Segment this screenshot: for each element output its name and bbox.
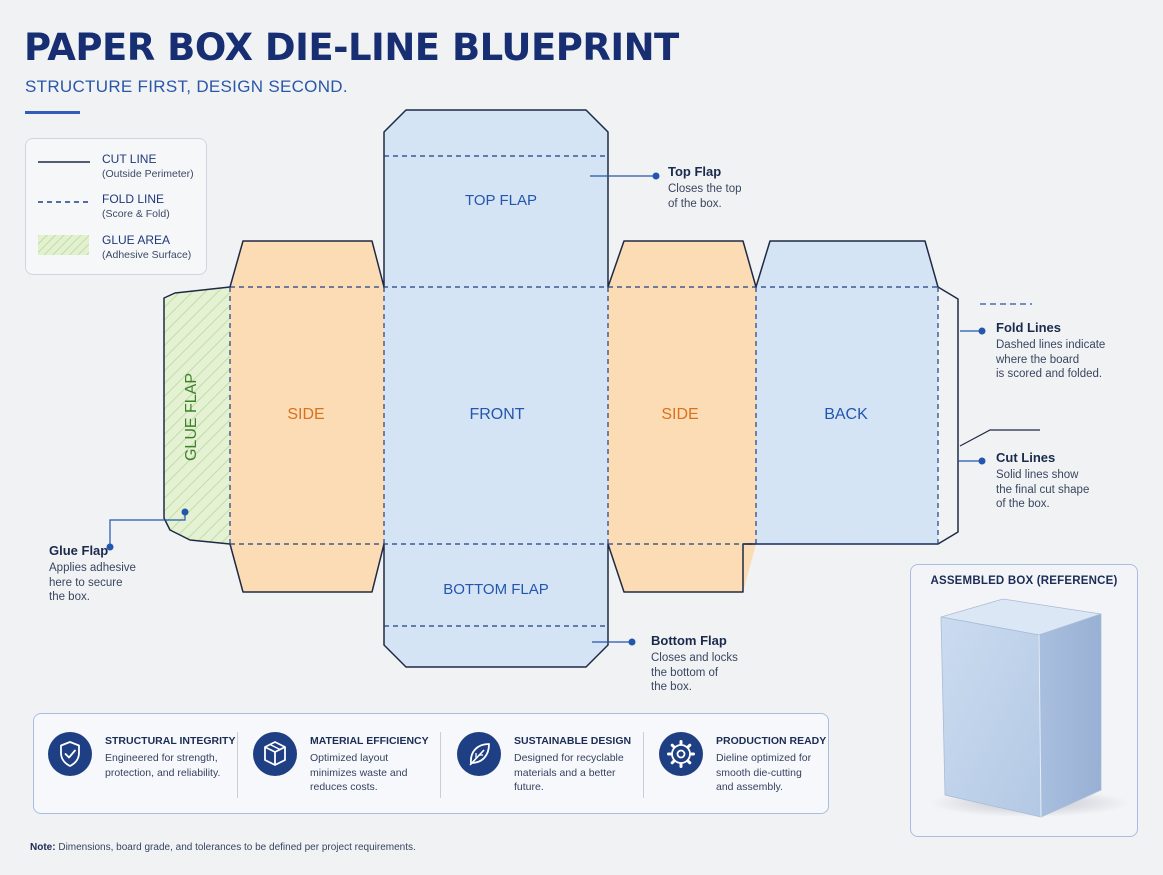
side-left-shape [230,241,384,592]
leaf-icon [457,732,501,776]
assembled-box-illustration [929,598,1129,818]
callout-bottom-flap: Bottom Flap Closes and locks the bottom … [651,633,738,695]
assembled-box-title: ASSEMBLED BOX (REFERENCE) [930,575,1118,587]
front-top-bottom-shape [384,110,608,667]
callout-fold-lines-desc: Dashed lines indicate where the board is… [996,339,1106,380]
legend-cut-label: CUT LINE [102,152,157,166]
feature-divider [643,732,644,798]
callout-bottom-flap-title: Bottom Flap [651,633,727,648]
feature-desc: Dieline optimized for smooth die-cutting… [716,752,812,793]
callout-glue-flap: Glue Flap Applies adhesive here to secur… [49,543,136,605]
glue-flap-label: GLUE FLAP [183,373,200,461]
feature-title: MATERIAL EFFICIENCY [310,735,429,747]
footnote-label: Note: [30,842,56,853]
feature-divider [440,732,441,798]
feature-structural-integrity: STRUCTURAL INTEGRITY Engineered for stre… [34,714,237,813]
legend-cut-sub: (Outside Perimeter) [102,168,194,180]
legend-glue-sub: (Adhesive Surface) [102,249,192,261]
callout-glue-flap-desc: Applies adhesive here to secure the box. [49,562,136,603]
callout-top-flap-desc: Closes the top of the box. [668,183,742,210]
legend-fold-label: FOLD LINE [102,192,165,206]
callout-bottom-flap-desc: Closes and locks the bottom of the box. [651,652,738,693]
bottom-flap-label: BOTTOM FLAP [443,581,549,598]
footnote-text: Dimensions, board grade, and tolerances … [55,842,416,853]
callout-top-flap-title: Top Flap [668,164,722,179]
callout-top-flap: Top Flap Closes the top of the box. [668,164,742,211]
feature-title: STRUCTURAL INTEGRITY [105,735,236,747]
callout-cut-lines: Cut Lines Solid lines show the final cut… [996,450,1089,512]
gear-icon [659,732,703,776]
legend-fold-line: FOLD LINE (Score & Fold) [26,192,206,226]
feature-title: PRODUCTION READY [716,735,827,747]
box-icon [253,732,297,776]
legend-fold-sub: (Score & Fold) [102,208,170,220]
glue-area-swatch [38,235,89,255]
feature-title: SUSTAINABLE DESIGN [514,735,632,747]
side-right-label: SIDE [661,406,698,423]
footnote: Note: Dimensions, board grade, and toler… [30,842,416,853]
top-flap-label: TOP FLAP [465,192,537,209]
side-right-shape [608,241,756,592]
callout-leaders [109,175,1040,643]
feature-desc: Optimized layout minimizes waste and red… [310,752,408,793]
feature-desc: Engineered for strength, protection, and… [105,752,221,779]
feature-sustainable-design: SUSTAINABLE DESIGN Designed for recyclab… [443,714,646,813]
back-shape [756,241,938,544]
cut-outline [163,109,959,668]
callout-fold-lines-title: Fold Lines [996,320,1061,335]
legend-glue-area: GLUE AREA (Adhesive Surface) [26,233,206,267]
page-title: PAPER BOX DIE-LINE BLUEPRINT [24,26,679,69]
feature-divider [237,732,238,798]
shield-check-icon [48,732,92,776]
side-left-label: SIDE [287,406,324,423]
callout-glue-flap-title: Glue Flap [49,543,109,558]
glue-flap-shape [164,287,230,544]
feature-desc: Designed for recyclable materials and a … [514,752,624,793]
legend-glue-label: GLUE AREA [102,233,171,247]
back-label: BACK [824,406,868,423]
legend: CUT LINE (Outside Perimeter) FOLD LINE (… [25,138,207,275]
callout-dots [106,172,986,646]
fold-lines [229,155,939,627]
page-subtitle: STRUCTURE FIRST, DESIGN SECOND. [25,77,348,96]
front-label: FRONT [469,406,524,423]
legend-cut-line: CUT LINE (Outside Perimeter) [26,152,206,186]
features-panel: STRUCTURAL INTEGRITY Engineered for stre… [33,713,829,814]
cut-line-swatch [38,161,90,163]
callout-cut-lines-title: Cut Lines [996,450,1056,465]
callout-fold-lines: Fold Lines Dashed lines indicate where t… [996,320,1105,382]
feature-production-ready: PRODUCTION READY Dieline optimized for s… [645,714,848,813]
assembled-box-panel: ASSEMBLED BOX (REFERENCE) [910,564,1138,837]
title-underline [25,111,80,114]
feature-material-efficiency: MATERIAL EFFICIENCY Optimized layout min… [239,714,442,813]
callout-cut-lines-desc: Solid lines show the final cut shape of … [996,469,1090,510]
